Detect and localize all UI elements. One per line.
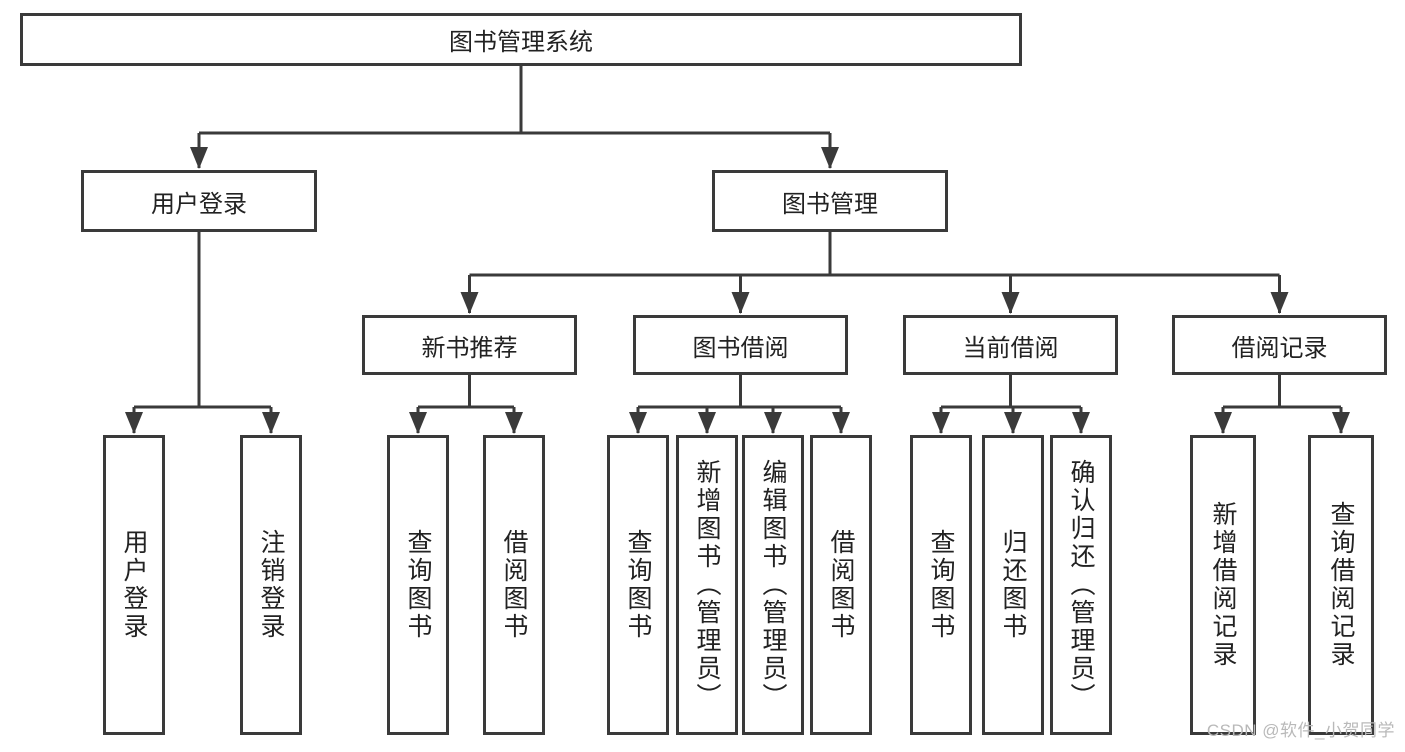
node-leaf-4[interactable] (607, 435, 669, 735)
node-leaf-9[interactable] (982, 435, 1044, 735)
arrow-head-icon (764, 412, 782, 434)
arrow-head-icon (698, 412, 716, 434)
arrow-head-icon (460, 292, 479, 314)
arrow-head-icon (125, 412, 143, 434)
arrow-head-icon (832, 412, 850, 434)
node-leaf-1[interactable] (240, 435, 302, 735)
arrow-head-icon (731, 292, 750, 314)
node-leaf-3[interactable] (483, 435, 545, 735)
arrow-head-icon (1001, 292, 1020, 314)
arrow-head-icon (821, 147, 839, 169)
node-leaf-6[interactable] (742, 435, 804, 735)
node-leaf-10[interactable] (1050, 435, 1112, 735)
arrow-head-icon (409, 412, 427, 434)
arrow-head-icon (190, 147, 208, 169)
node-level2-1[interactable] (712, 170, 948, 232)
node-leaf-8[interactable] (910, 435, 972, 735)
arrow-head-icon (629, 412, 647, 434)
arrow-head-icon (505, 412, 523, 434)
arrow-head-icon (1072, 412, 1090, 434)
arrow-head-icon (1214, 412, 1232, 434)
node-level3-1[interactable] (633, 315, 848, 375)
csdn-watermark: CSDN @软件_小贺同学 (1206, 721, 1395, 740)
node-leaf-7[interactable] (810, 435, 872, 735)
node-level3-3[interactable] (1172, 315, 1387, 375)
arrow-head-icon (1332, 412, 1350, 434)
node-leaf-2[interactable] (387, 435, 449, 735)
arrow-head-icon (1270, 292, 1289, 314)
node-level3-2[interactable] (903, 315, 1118, 375)
arrow-head-icon (262, 412, 280, 434)
node-leaf-11[interactable] (1190, 435, 1256, 735)
node-leaf-12[interactable] (1308, 435, 1374, 735)
node-level3-0[interactable] (362, 315, 577, 375)
node-root[interactable] (20, 13, 1022, 66)
arrow-head-icon (1004, 412, 1022, 434)
node-leaf-0[interactable] (103, 435, 165, 735)
node-leaf-5[interactable] (676, 435, 738, 735)
node-level2-0[interactable] (81, 170, 317, 232)
arrow-head-icon (932, 412, 950, 434)
